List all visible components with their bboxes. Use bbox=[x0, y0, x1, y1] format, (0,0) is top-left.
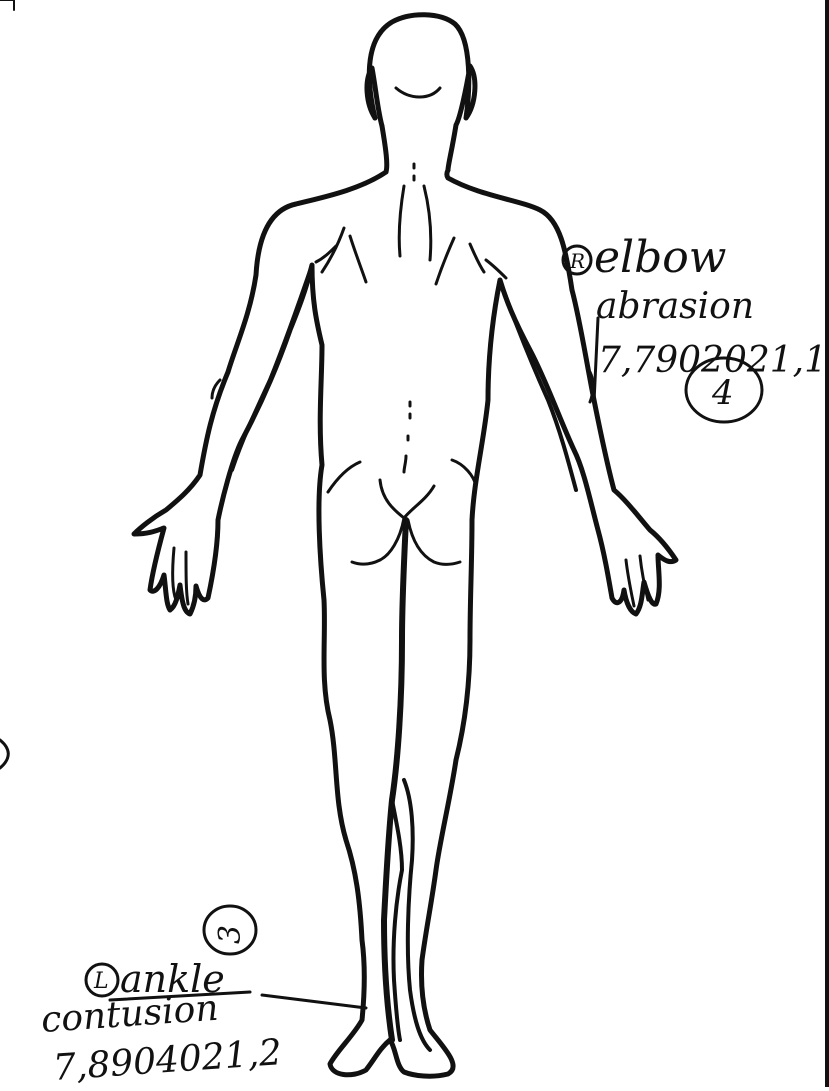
circled-number-4: 4 bbox=[711, 373, 734, 413]
head-neck-left bbox=[382, 126, 387, 172]
location-label-elbow: elbow bbox=[594, 232, 726, 283]
inner-left-leg bbox=[392, 800, 402, 1040]
ankle-leader-line bbox=[262, 995, 366, 1008]
stray-mark-left bbox=[0, 740, 8, 768]
right-inner-arm bbox=[500, 280, 576, 490]
circled-number-3: 3 bbox=[213, 925, 248, 944]
right-hand-fingers bbox=[626, 556, 648, 606]
elbow-annotation: R elbow abrasion 7,7902021,1 4 bbox=[563, 232, 827, 422]
page-edge bbox=[825, 0, 829, 1087]
hairline-curve bbox=[396, 88, 440, 97]
left-inner-arm bbox=[232, 265, 312, 470]
left-ear bbox=[367, 68, 382, 126]
side-marker-l: L bbox=[93, 969, 109, 994]
corner-mark bbox=[0, 0, 14, 10]
back-muscle-lines bbox=[316, 186, 506, 284]
spine-marks bbox=[404, 164, 414, 472]
injury-code-ankle: 7,8904021,2 bbox=[52, 1032, 283, 1087]
injury-label-abrasion: abrasion bbox=[596, 286, 754, 327]
injury-label-contusion: contusion bbox=[40, 988, 220, 1041]
side-marker-r: R bbox=[569, 249, 585, 273]
ankle-annotation: 3 L ankle contusion 7,8904021,2 bbox=[40, 906, 366, 1087]
elbow-leader-line bbox=[594, 318, 598, 402]
body-outline bbox=[134, 15, 676, 1076]
